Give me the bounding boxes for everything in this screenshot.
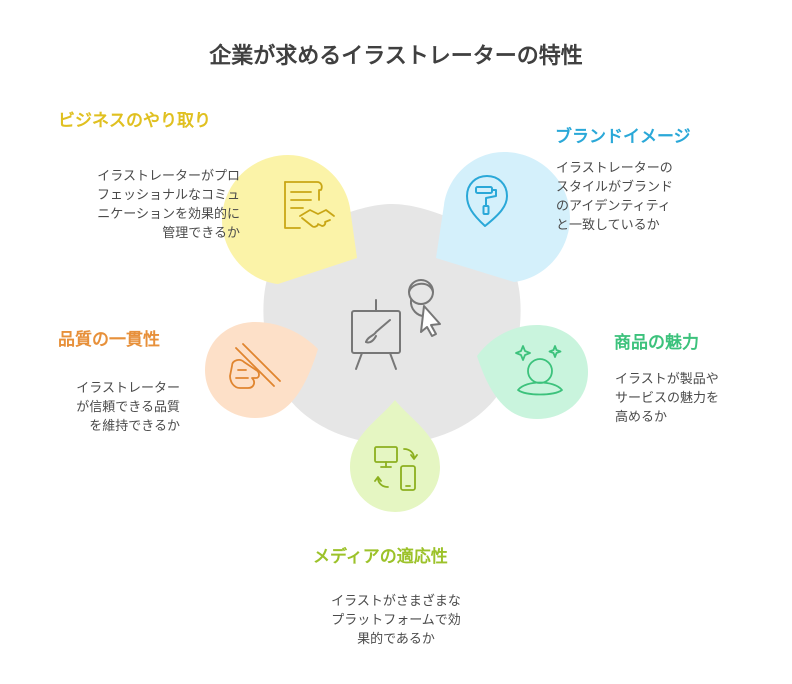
business-title: ビジネスのやり取り [58,111,211,131]
product-title: 商品の魅力 [614,333,699,353]
product-description: イラストが製品や サービスの魅力を 高めるか [615,372,720,425]
easel-illustrator-icon [351,279,441,370]
quality-description: イラストレーター が信頼できる品質 を維持できるか [76,381,180,434]
contract-handshake-icon [284,181,335,229]
media-title: メディアの適応性 [313,547,448,567]
quality-title: 品質の一貫性 [58,330,160,350]
page-title: 企業が求めるイラストレーターの特性 [209,44,583,69]
media-drop [350,400,440,512]
brand-drop [436,152,570,282]
media-description: イラストがさまざまな プラットフォームで効 果的であるか [331,594,461,647]
brand-description: イラストレーターの スタイルがブランド のアイデンティティ と一致しているか [556,161,674,233]
product-drop [477,325,588,419]
devices-sync-icon [374,446,418,491]
business-drop [222,155,357,284]
hand-chopsticks-icon [229,343,281,389]
business-description: イラストレーターがプロ フェッショナルなコミュ ニケーションを効果的に 管理でき… [96,169,240,241]
quality-drop [205,322,318,418]
paint-roller-icon [466,175,508,227]
brand-title: ブランドイメージ [555,127,691,147]
meditation-sparkle-icon [515,345,563,396]
